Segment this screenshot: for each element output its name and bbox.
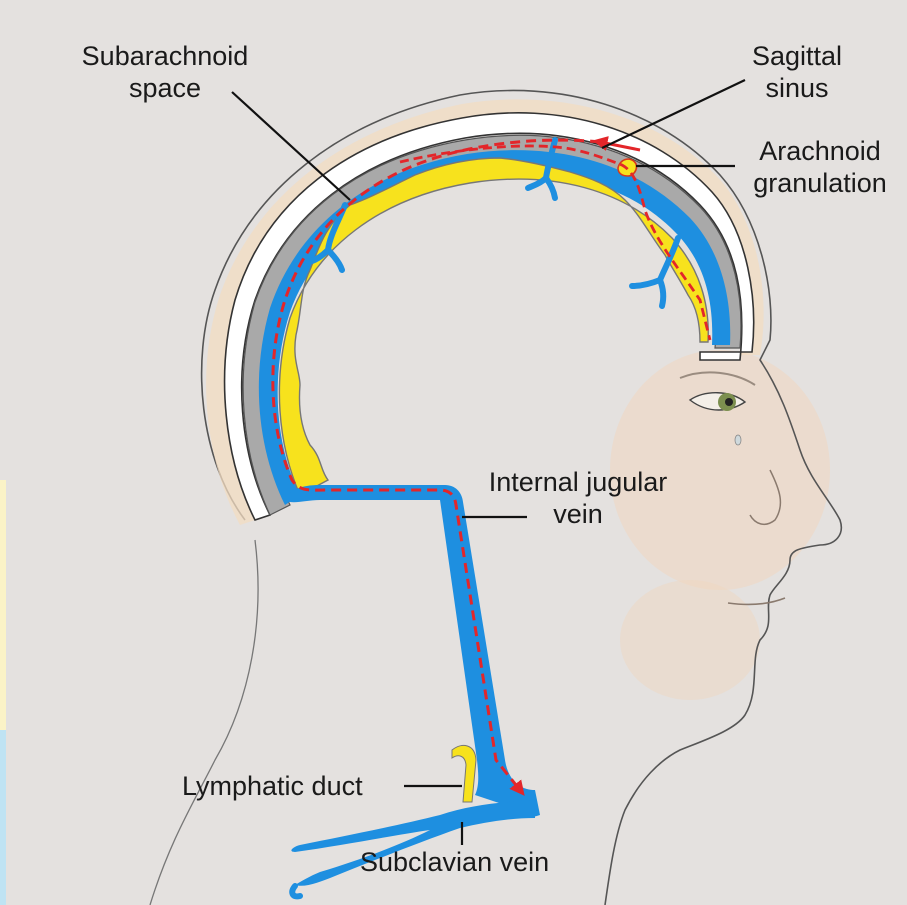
label-sagittal-sinus-line2: sinus [732, 72, 862, 104]
label-subclavian-vein: Subclavian vein [360, 846, 549, 878]
label-subarachnoid-space-line2: space [60, 72, 270, 104]
label-internal-jugular-vein-line2: vein [468, 498, 688, 530]
left-edge-strip-yellow [0, 480, 6, 730]
label-subarachnoid-space-line1: Subarachnoid [60, 40, 270, 72]
label-sagittal-sinus: Sagittal sinus [732, 40, 862, 104]
label-internal-jugular-vein-line1: Internal jugular [468, 466, 688, 498]
label-subarachnoid-space: Subarachnoid space [60, 40, 270, 104]
label-arachnoid-granulation-line2: granulation [740, 167, 900, 199]
label-arachnoid-granulation: Arachnoid granulation [740, 135, 900, 199]
label-sagittal-sinus-line1: Sagittal [732, 40, 862, 72]
eye-pupil [725, 398, 733, 406]
label-arachnoid-granulation-line1: Arachnoid [740, 135, 900, 167]
cheek-skin-tint [620, 580, 760, 700]
label-lymphatic-duct: Lymphatic duct [182, 770, 363, 802]
label-internal-jugular-vein: Internal jugular vein [468, 466, 688, 530]
left-edge-strip-blue [0, 730, 6, 905]
tear-drop [735, 435, 741, 445]
